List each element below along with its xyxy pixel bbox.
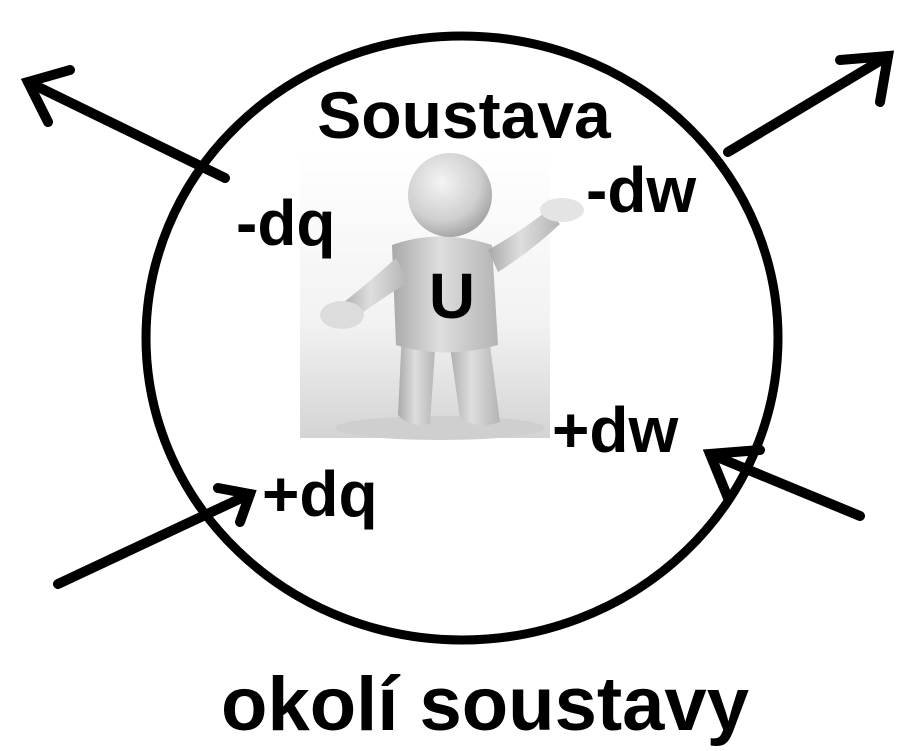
work-out-arrow xyxy=(723,50,895,157)
heat-in-arrow xyxy=(53,483,257,589)
system-label: Soustava xyxy=(317,78,612,152)
work-out-label: -dw xyxy=(586,154,696,226)
heat-out-label: -dq xyxy=(236,187,336,259)
work-in-arrow xyxy=(702,445,865,521)
system-boundary xyxy=(141,31,783,645)
surroundings-label: okolí soustavy xyxy=(221,662,749,747)
heat-in-label: +dq xyxy=(262,458,378,530)
figure-shadow xyxy=(335,416,545,440)
person-figure xyxy=(320,153,584,426)
heat-out-arrow xyxy=(20,65,230,183)
work-in-label: +dw xyxy=(552,394,678,466)
internal-energy-label: U xyxy=(429,260,475,332)
